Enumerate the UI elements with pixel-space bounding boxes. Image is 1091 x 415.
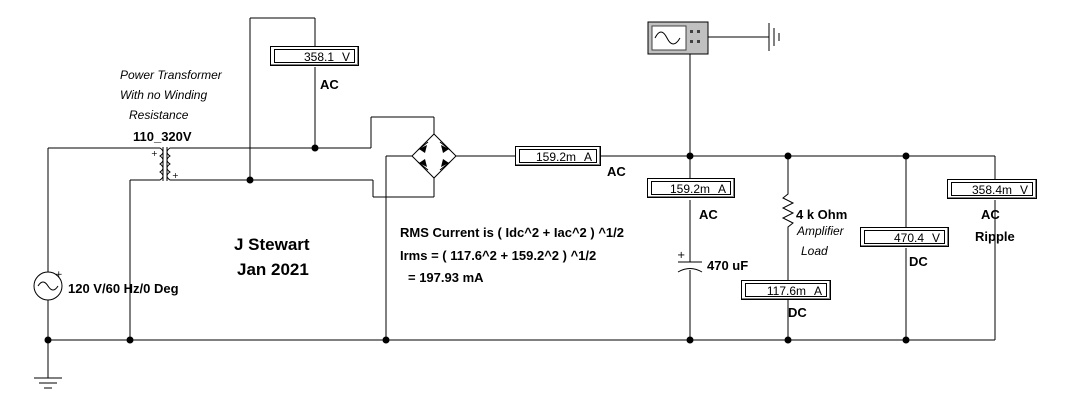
transformer-voltmeter-value: 358.1	[303, 50, 334, 64]
cap-ammeter-unit: A	[717, 182, 726, 196]
transformer-voltmeter: 358.1 V	[270, 46, 359, 66]
resistor-desc-line2: Load	[801, 244, 828, 258]
resistor-symbol	[781, 190, 795, 232]
bridge-rectifier-symbol	[411, 133, 457, 179]
line-ammeter: 159.2m A	[515, 146, 601, 166]
resistor-desc-line1: Amplifier	[797, 224, 844, 238]
ripple-voltmeter-value: 358.4m	[971, 183, 1012, 197]
scope-ground-symbol	[768, 23, 780, 51]
source-label: 120 V/60 Hz/0 Deg	[68, 281, 179, 296]
wires	[47, 17, 996, 378]
transformer-desc-line1: Power Transformer	[120, 68, 222, 82]
transformer-symbol	[153, 147, 177, 181]
cap-ammeter: 159.2m A	[647, 178, 735, 198]
transformer-voltmeter-unit: V	[341, 50, 350, 64]
dc-voltmeter-unit: V	[931, 231, 940, 245]
dc-voltmeter-mode: DC	[909, 254, 928, 269]
dc-voltmeter-value: 470.4	[893, 231, 924, 245]
ripple-voltmeter: 358.4m V	[947, 179, 1037, 199]
line-ammeter-mode: AC	[607, 164, 626, 179]
load-ammeter-mode: DC	[788, 305, 807, 320]
svg-text:+: +	[55, 270, 63, 280]
load-ammeter: 117.6m A	[741, 280, 831, 300]
capacitor-label: 470 uF	[707, 258, 749, 273]
capacitor-symbol	[677, 261, 703, 273]
transformer-desc-line3: Resistance	[129, 108, 189, 122]
load-ammeter-unit: A	[813, 284, 822, 298]
junctions	[44, 144, 910, 344]
calc-line1: RMS Current is ( Idc^2 + Iac^2 ) ^1/2	[400, 225, 624, 240]
author-date: Jan 2021	[237, 260, 309, 279]
load-ammeter-value: 117.6m	[766, 284, 806, 298]
ripple-voltmeter-mode: AC	[981, 207, 1000, 222]
transformer-secondary-dot: +	[172, 171, 179, 180]
transformer-primary-dot: +	[151, 149, 158, 158]
oscilloscope-icon	[647, 21, 709, 55]
line-ammeter-value: 159.2m	[535, 150, 576, 164]
cap-ammeter-value: 159.2m	[669, 182, 710, 196]
transformer-rating: 110_320V	[133, 129, 192, 144]
ripple-voltmeter-note: Ripple	[975, 229, 1015, 244]
line-ammeter-unit: A	[583, 150, 592, 164]
author-name: J Stewart	[234, 235, 310, 254]
calc-line3: = 197.93 mA	[408, 270, 484, 285]
calc-line2: Irms = ( 117.6^2 + 159.2^2 ) ^1/2	[400, 248, 597, 263]
ripple-voltmeter-unit: V	[1019, 183, 1028, 197]
transformer-voltmeter-mode: AC	[320, 77, 339, 92]
cap-ammeter-mode: AC	[699, 207, 718, 222]
ac-source-symbol: +	[33, 270, 63, 301]
transformer-desc-line2: With no Winding	[120, 88, 208, 102]
dc-voltmeter: 470.4 V	[860, 227, 949, 247]
ground-symbol	[34, 377, 62, 389]
resistor-label: 4 k Ohm	[796, 207, 848, 222]
capacitor-polarity: +	[677, 250, 685, 261]
